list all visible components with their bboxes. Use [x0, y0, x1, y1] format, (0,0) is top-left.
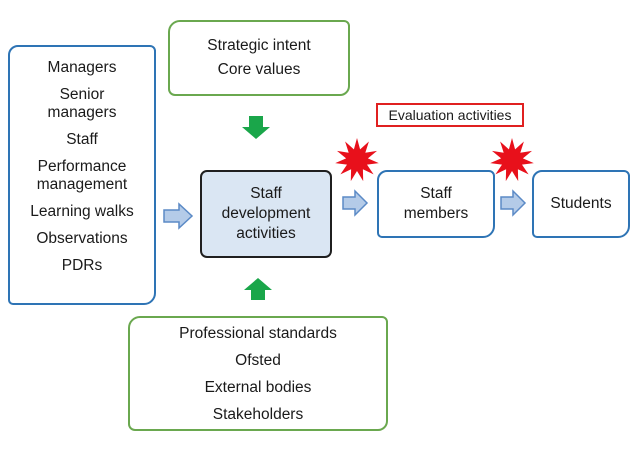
top-line-core-values: Core values	[217, 61, 301, 78]
students-label: Students	[550, 195, 612, 212]
green-down-arrow-icon	[242, 116, 270, 139]
blue-right-arrow-icon	[500, 189, 527, 217]
staff-members-box: Staff members	[377, 170, 495, 238]
green-up-arrow-icon	[244, 278, 272, 300]
bottom-line-stakeholders: Stakeholders	[212, 405, 304, 423]
left-item-learning-walks: Learning walks	[30, 203, 134, 220]
left-item-staff: Staff	[66, 131, 98, 148]
blue-right-arrow-icon	[342, 189, 369, 217]
red-burst-icon	[335, 138, 379, 182]
students-box: Students	[532, 170, 630, 238]
center-label: Staff development activities	[221, 185, 311, 242]
evaluation-activities-label: Evaluation activities	[376, 103, 524, 127]
stakeholder-list-box: Managers Senior managers Staff Performan…	[8, 45, 156, 305]
staff-development-box: Staff development activities	[200, 170, 332, 258]
bottom-line-ofsted: Ofsted	[235, 351, 281, 369]
strategy-box: Strategic intent Core values	[168, 20, 350, 96]
left-item-senior-managers: Senior managers	[47, 86, 117, 121]
bottom-line-external-bodies: External bodies	[204, 378, 312, 396]
bottom-line-professional-standards: Professional standards	[179, 324, 337, 342]
left-item-observations: Observations	[36, 230, 128, 247]
left-item-pdrs: PDRs	[61, 257, 103, 274]
blue-right-arrow-icon	[163, 202, 194, 230]
top-line-strategic-intent: Strategic intent	[207, 37, 311, 54]
external-standards-box: Professional standards Ofsted External b…	[128, 316, 388, 431]
red-burst-icon	[490, 138, 534, 182]
left-item-performance-management: Performance management	[36, 158, 128, 193]
left-item-managers: Managers	[47, 59, 117, 76]
staff-members-label: Staff members	[403, 185, 469, 222]
